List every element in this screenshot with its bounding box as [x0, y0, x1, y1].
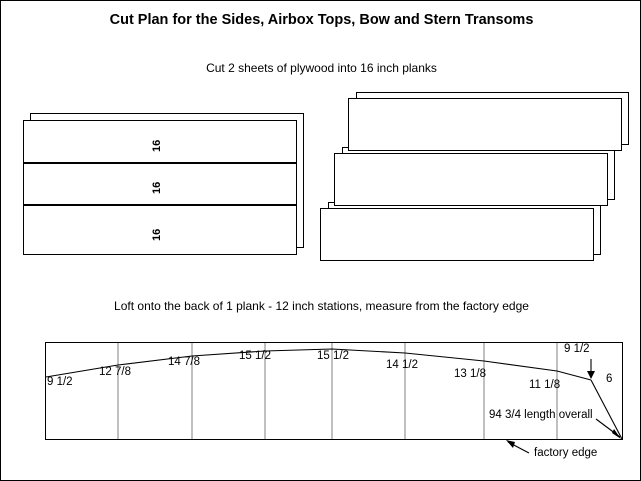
- loft-section-caption: Loft onto the back of 1 plank - 12 inch …: [114, 299, 529, 313]
- measurement-station-7: 11 1/8: [529, 379, 561, 391]
- plank-label-2: 16: [151, 181, 163, 194]
- length-overall-note: 94 3/4 length overall: [489, 409, 593, 421]
- cut-plank-3-front: [320, 208, 594, 261]
- measurement-station-2: 14 7/8: [168, 356, 200, 368]
- cut-plank-2-front: [334, 153, 608, 206]
- plank-row-2: [23, 163, 297, 205]
- factory-edge-note: factory edge: [534, 447, 598, 459]
- plank-label-1: 16: [151, 139, 163, 152]
- plank-label-3: 16: [151, 228, 163, 241]
- sheet-section-caption: Cut 2 sheets of plywood into 16 inch pla…: [206, 61, 437, 75]
- measurement-station-1: 12 7/8: [99, 366, 131, 378]
- factory-edge-arrow: [506, 440, 530, 454]
- measurement-station-4: 15 1/2: [317, 350, 349, 362]
- cut-plank-1-front: [348, 98, 622, 151]
- measurement-station-3: 15 1/2: [239, 350, 271, 362]
- measurement-station-0: 9 1/2: [47, 376, 73, 388]
- plank-row-1: [23, 120, 297, 163]
- plank-row-3: [23, 205, 297, 255]
- page-title: Cut Plan for the Sides, Airbox Tops, Bow…: [109, 12, 534, 28]
- measurement-station-8: 9 1/2: [564, 343, 590, 355]
- measurement-station-6: 13 1/8: [454, 368, 486, 380]
- measurement-transom-height: 6: [606, 373, 613, 385]
- measurement-station-5: 14 1/2: [386, 359, 418, 371]
